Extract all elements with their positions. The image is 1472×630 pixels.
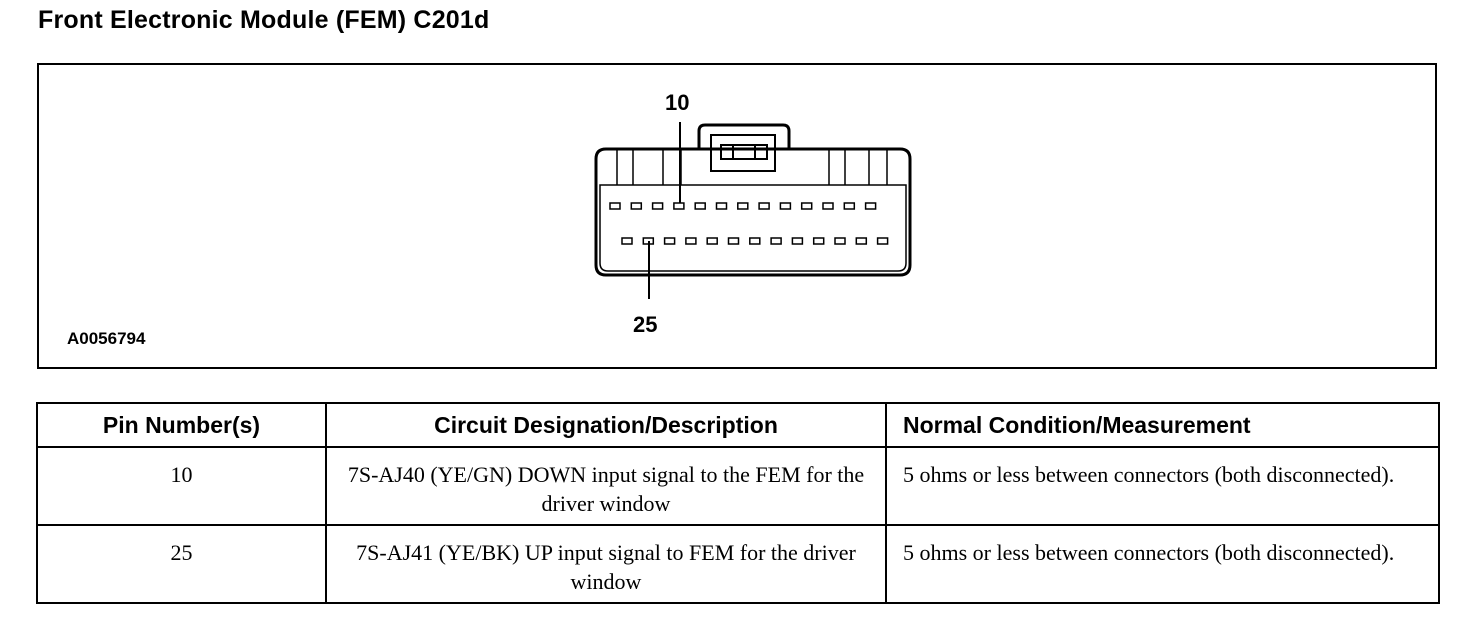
pin-row-top xyxy=(609,202,877,210)
table-header-row: Pin Number(s) Circuit Designation/Descri… xyxy=(36,402,1440,448)
header-condition: Normal Condition/Measurement xyxy=(885,402,1440,448)
pin-cavity xyxy=(758,202,770,210)
pin-cavity xyxy=(834,237,846,245)
pin-25-callout: 25 xyxy=(633,312,658,337)
connector-inner-outline xyxy=(599,184,907,272)
pin-cavity xyxy=(630,202,643,210)
latch-inner xyxy=(710,134,776,172)
pin-cavity xyxy=(855,237,868,245)
pin-cavity xyxy=(876,237,889,245)
pin-cavity xyxy=(694,202,706,210)
connector-diagram xyxy=(594,122,912,299)
connector-latch xyxy=(697,123,791,149)
pin-cavity xyxy=(685,237,697,245)
pin-cavity xyxy=(749,237,761,245)
header-pin-number: Pin Number(s) xyxy=(36,402,327,448)
pin-table: Pin Number(s) Circuit Designation/Descri… xyxy=(36,402,1440,604)
connector-ribs xyxy=(616,149,888,185)
pin-cavity xyxy=(737,202,749,210)
pin-cavity xyxy=(791,237,804,245)
connector-figure: 10 25 A0056794 xyxy=(37,63,1437,369)
header-circuit: Circuit Designation/Description xyxy=(325,402,887,448)
pin-cavity xyxy=(864,202,877,210)
pin-cavity xyxy=(770,237,782,245)
pin-cavity xyxy=(822,202,834,210)
pin-cavity xyxy=(706,237,718,245)
cell-pin: 25 xyxy=(36,524,327,604)
pin-cavity xyxy=(843,202,856,210)
pin-10-callout: 10 xyxy=(665,90,690,115)
connector-body xyxy=(594,147,912,277)
table-row: 25 7S-AJ41 (YE/BK) UP input signal to FE… xyxy=(36,524,1440,604)
pin-cavity xyxy=(800,202,813,210)
pin-row-bottom xyxy=(621,237,889,245)
pin-cavity xyxy=(621,237,633,245)
pin-cavity xyxy=(663,237,676,245)
pin-cavity xyxy=(779,202,792,210)
pin-cavity xyxy=(812,237,825,245)
cell-condition: 5 ohms or less between connectors (both … xyxy=(885,524,1440,604)
cell-circuit: 7S-AJ41 (YE/BK) UP input signal to FEM f… xyxy=(325,524,887,604)
figure-id: A0056794 xyxy=(67,329,146,348)
cell-pin: 10 xyxy=(36,446,327,526)
page-title: Front Electronic Module (FEM) C201d xyxy=(38,6,490,34)
pin-cavity xyxy=(715,202,728,210)
pin-cavity xyxy=(651,202,664,210)
cell-condition: 5 ohms or less between connectors (both … xyxy=(885,446,1440,526)
cell-circuit: 7S-AJ40 (YE/GN) DOWN input signal to the… xyxy=(325,446,887,526)
pin-cavity xyxy=(727,237,740,245)
pin-cavity xyxy=(673,202,685,210)
table-row: 10 7S-AJ40 (YE/GN) DOWN input signal to … xyxy=(36,446,1440,526)
pin-cavity xyxy=(609,202,621,210)
latch-tab xyxy=(720,144,768,160)
